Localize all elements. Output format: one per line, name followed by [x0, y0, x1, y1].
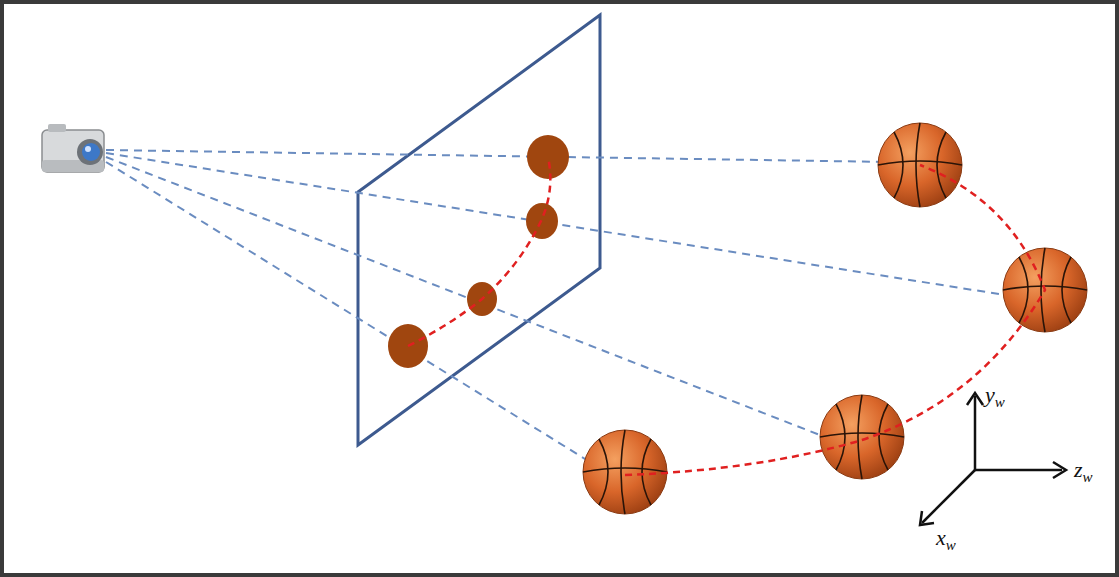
world-trajectory: [625, 165, 1045, 475]
image-trajectory: [408, 157, 550, 346]
world-axes: [920, 393, 1066, 525]
axis-label: xw: [936, 527, 956, 549]
projected-balls: [388, 135, 569, 368]
basketballs: [583, 123, 1087, 514]
axis-label: zw: [1074, 459, 1093, 481]
image-plane: [358, 15, 600, 445]
camera-icon: [42, 124, 104, 172]
axis-label: yw: [985, 384, 1005, 406]
